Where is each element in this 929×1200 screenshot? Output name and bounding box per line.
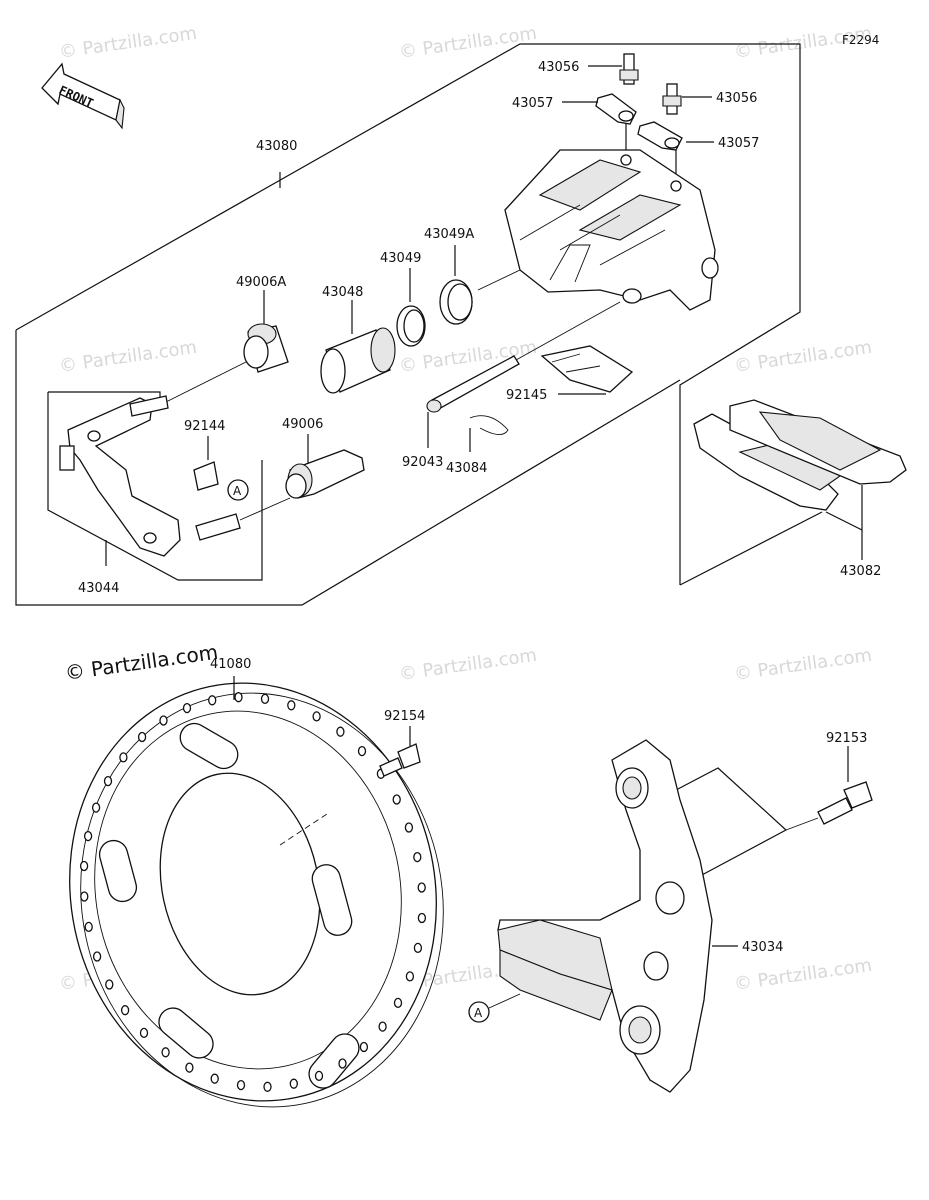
part-number-41080: 41080 bbox=[210, 657, 251, 672]
disc-drill-hole bbox=[159, 715, 168, 726]
disc-drill-hole bbox=[84, 921, 93, 933]
reference-marker-a: A bbox=[468, 993, 521, 1023]
part-number-92145: 92145 bbox=[506, 388, 547, 403]
watermark: © Partzilla.com bbox=[733, 645, 873, 685]
part-number-43080: 43080 bbox=[256, 139, 297, 154]
pad-retainer-92144: 92144 bbox=[184, 419, 225, 491]
copyright-notice: © Partzilla.com bbox=[63, 640, 219, 685]
disc-drill-hole bbox=[338, 1058, 347, 1069]
disc-drill-hole bbox=[263, 1081, 272, 1092]
bolt-92153: 92153 bbox=[675, 731, 873, 877]
disc-drill-holes bbox=[79, 692, 427, 1092]
bleeder-valve: 43056 bbox=[538, 53, 639, 85]
disc-drill-hole bbox=[79, 860, 89, 872]
watermark: © Partzilla.com bbox=[58, 23, 198, 63]
watermark: © Partzilla.com bbox=[58, 337, 198, 377]
disc-drill-hole bbox=[161, 1047, 170, 1058]
part-number-43049a: 43049A bbox=[424, 227, 474, 242]
disc-drill-hole bbox=[91, 802, 101, 813]
disc-drill-hole bbox=[105, 979, 114, 990]
bolt-92154: 92154 bbox=[379, 709, 425, 777]
pin-92043: 92043 bbox=[402, 301, 621, 470]
bleeder-cap: 43057 bbox=[637, 121, 759, 151]
disc-drill-hole bbox=[260, 693, 270, 705]
part-number-49006a: 49006A bbox=[236, 275, 286, 290]
bleeder-cap: 43057 bbox=[512, 93, 637, 125]
disc-drill-hole bbox=[287, 700, 296, 711]
part-number-43049: 43049 bbox=[380, 251, 421, 266]
part-number-43056: 43056 bbox=[716, 91, 757, 106]
watermark: © Partzilla.com bbox=[733, 955, 873, 995]
disc-drill-hole bbox=[357, 745, 367, 757]
disc-drill-hole bbox=[378, 1021, 387, 1032]
reference-marker-a: A bbox=[227, 479, 249, 501]
disc-drill-hole bbox=[92, 951, 102, 962]
part-number-92153: 92153 bbox=[826, 731, 867, 746]
disc-drill-hole bbox=[413, 942, 423, 954]
part-number-43056: 43056 bbox=[538, 60, 579, 75]
part-number-43057: 43057 bbox=[512, 96, 553, 111]
disc-drill-hole bbox=[336, 726, 345, 737]
caliper-assembly-outline: 43080 bbox=[15, 43, 823, 606]
disc-drill-hole bbox=[236, 1079, 246, 1091]
disc-drill-hole bbox=[182, 702, 192, 714]
disc-drill-hole bbox=[80, 891, 89, 902]
disc-drill-hole bbox=[210, 1073, 219, 1084]
disc-drill-hole bbox=[314, 1070, 324, 1082]
disc-drill-hole bbox=[120, 1005, 130, 1016]
disc-drill-hole bbox=[139, 1027, 149, 1039]
part-number-92154: 92154 bbox=[384, 709, 425, 724]
boot-49006: 49006 bbox=[282, 417, 365, 499]
disc-drill-hole bbox=[234, 692, 243, 703]
disc-drill-hole bbox=[417, 882, 426, 893]
watermark: © Partzilla.com bbox=[733, 337, 873, 377]
caliper-bracket-43034: 43034 bbox=[497, 739, 783, 1093]
bracket-assembly-43044: 43044 bbox=[47, 391, 291, 596]
disc-drill-hole bbox=[405, 971, 415, 982]
part-number-43057: 43057 bbox=[718, 136, 759, 151]
front-arrow-icon: FRONT bbox=[41, 62, 125, 130]
piston-43048: 43048 bbox=[320, 285, 396, 394]
part-number-43082: 43082 bbox=[840, 564, 881, 579]
pad-spring-92145: 92145 bbox=[506, 345, 634, 403]
disc-drill-hole bbox=[83, 830, 93, 842]
reference-marker-label: A bbox=[233, 484, 242, 498]
part-number-43044: 43044 bbox=[78, 581, 119, 596]
brake-caliper-body bbox=[504, 124, 719, 311]
disc-drill-hole bbox=[103, 775, 113, 787]
disc-drill-hole bbox=[393, 997, 403, 1009]
disc-drill-hole bbox=[185, 1062, 194, 1073]
disc-drill-hole bbox=[208, 695, 217, 706]
watermark: © Partzilla.com bbox=[398, 645, 538, 685]
clip-43084: 43084 bbox=[446, 415, 509, 476]
bleeder-valve: 43056 bbox=[662, 83, 757, 115]
part-number-43048: 43048 bbox=[322, 285, 363, 300]
disc-drill-hole bbox=[137, 731, 147, 743]
disc-drill-hole bbox=[312, 711, 321, 722]
disc-drill-hole bbox=[359, 1041, 369, 1053]
part-number-43084: 43084 bbox=[446, 461, 487, 476]
part-number-92043: 92043 bbox=[402, 455, 443, 470]
disc-drill-hole bbox=[392, 794, 401, 805]
part-number-49006: 49006 bbox=[282, 417, 323, 432]
diagram-code: F2294 bbox=[842, 33, 879, 47]
part-number-43034: 43034 bbox=[742, 940, 783, 955]
disc-drill-hole bbox=[417, 912, 427, 924]
part-number-92144: 92144 bbox=[184, 419, 225, 434]
brake-disc-41080: 41080 bbox=[69, 657, 444, 1108]
disc-drill-hole bbox=[404, 822, 414, 833]
reference-marker-label: A bbox=[474, 1006, 483, 1020]
disc-drill-hole bbox=[413, 851, 422, 863]
brake-pads-43082: 43082 bbox=[693, 399, 907, 579]
dust-seal-43049: 43049 bbox=[380, 251, 426, 347]
disc-drill-hole bbox=[289, 1078, 298, 1089]
watermark: © Partzilla.com bbox=[398, 23, 538, 63]
disc-drill-hole bbox=[119, 752, 128, 763]
piston-seal-43049a: 43049A bbox=[424, 227, 474, 325]
